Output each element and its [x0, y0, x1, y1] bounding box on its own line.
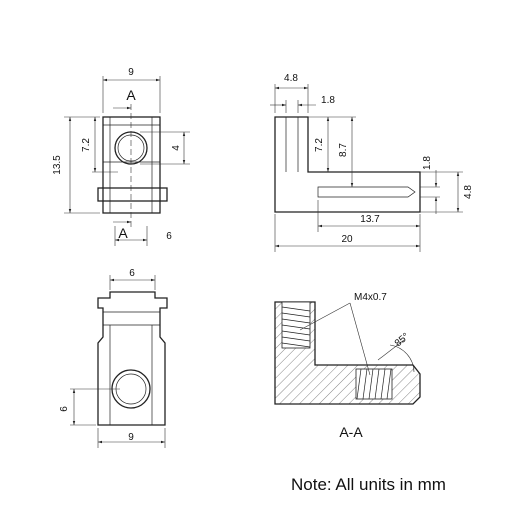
side-upper-depth-label: 8.7 [338, 143, 349, 157]
front-body [102, 116, 161, 214]
side-wall-label: 4.8 [284, 73, 298, 84]
side-view: 4.8 1.8 7.2 8.7 1.8 4.8 13.7 20 [270, 73, 474, 252]
front-view: 9 13.5 7.2 4 A A 6 [52, 67, 190, 246]
top-body-outline [97, 291, 168, 426]
side-lower-slot [317, 186, 416, 198]
side-gap-label: 1.8 [321, 95, 335, 106]
section-thread-label: M4x0.7 [354, 292, 387, 303]
side-slot-length-label: 13.7 [360, 214, 380, 225]
units-note: Note: All units in mm [291, 475, 446, 494]
section-marker-top: A [126, 87, 136, 103]
side-slot [285, 116, 299, 172]
side-slot-top-label: 7.2 [314, 138, 325, 152]
section-title: A-A [339, 424, 363, 440]
front-height-label: 13.5 [52, 155, 63, 175]
side-slot-width-label: 1.8 [422, 156, 433, 170]
top-width-label: 9 [128, 432, 134, 443]
top-tab-width-label: 6 [129, 268, 135, 279]
front-hole-dia-label: 4 [171, 145, 182, 151]
side-total-length-label: 20 [341, 234, 353, 245]
top-view: 6 6 9 [59, 268, 168, 448]
side-body-outline [274, 116, 421, 213]
section-horizontal-thread [355, 368, 393, 400]
front-hole-thread [117, 134, 145, 162]
front-hole-offset-label: 7.2 [81, 138, 92, 152]
top-hole-thread [115, 373, 147, 405]
front-tab-width-label: 6 [166, 231, 172, 242]
front-width-label: 9 [128, 67, 134, 78]
top-hole-offset-label: 6 [59, 406, 70, 412]
section-view: M4x0.7 85° A-A [274, 292, 421, 440]
section-marker-bottom: A [118, 225, 128, 241]
side-base-height-label: 4.8 [463, 185, 474, 199]
front-flange [97, 187, 168, 202]
